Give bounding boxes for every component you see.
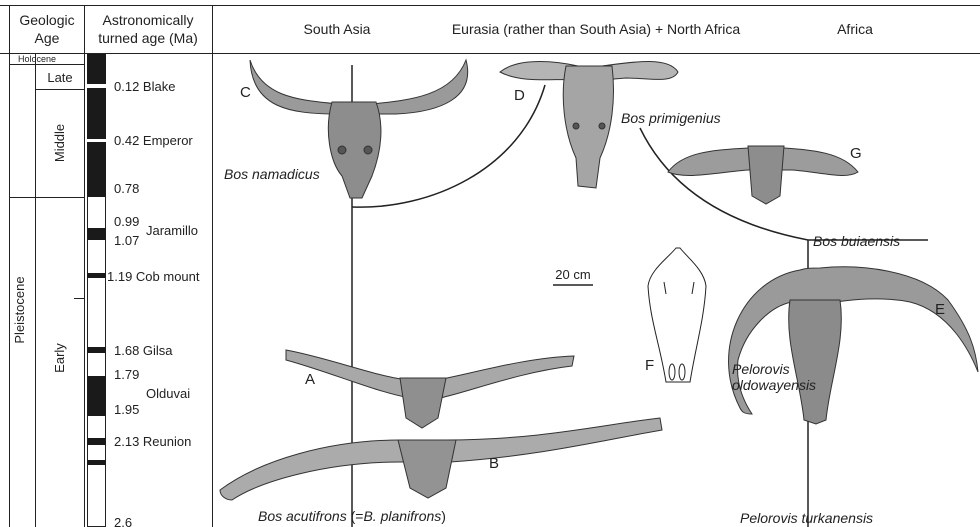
taxon-pelorovis-turkanensis: Pelorovis turkanensis — [740, 510, 873, 526]
header-turned-age: turned age (Ma) — [98, 30, 198, 46]
stage-late: Late — [47, 70, 72, 85]
age-1-07: 1.07 — [114, 233, 139, 248]
letter-f: F — [645, 357, 654, 374]
age-0-42: 0.42 Emperor — [114, 133, 193, 148]
header-africa: Africa — [837, 21, 873, 37]
taxon-bos-acutifrons-name: Bos acutifrons — [258, 508, 347, 524]
taxon-bos-acutifrons: Bos acutifrons (=B. planifrons) — [258, 508, 446, 524]
skull-f-illustration — [648, 248, 706, 382]
magnetostratigraphy-column — [87, 54, 106, 527]
letter-g: G — [850, 145, 862, 162]
letter-c: C — [240, 84, 251, 101]
age-0-78: 0.78 — [114, 181, 139, 196]
skull-a-illustration — [286, 350, 574, 428]
age-0-12: 0.12 Blake — [114, 79, 175, 94]
header-astronomically: Astronomically — [102, 12, 193, 28]
scale-bar-label: 20 cm — [555, 267, 590, 282]
timescale-labels: 0.12 Blake 0.42 Emperor 0.78 0.99 Jarami… — [107, 79, 200, 527]
taxon-bos-acutifrons-close: ) — [441, 508, 446, 524]
taxon-bos-acutifrons-eq: (= — [347, 508, 364, 524]
letter-e: E — [935, 301, 945, 318]
stage-early: Early — [52, 343, 67, 373]
age-1-79: 1.79 — [114, 367, 139, 382]
age-1-95: 1.95 — [114, 402, 139, 417]
age-2-13: 2.13 Reunion — [114, 434, 191, 449]
taxon-bos-namadicus: Bos namadicus — [224, 166, 320, 182]
age-2-6: 2.6 — [114, 515, 132, 527]
header-age: Age — [35, 30, 60, 46]
jaramillo-label: Jaramillo — [146, 223, 198, 238]
taxon-bos-primigenius: Bos primigenius — [621, 110, 721, 126]
skull-b-illustration — [220, 418, 662, 500]
age-0-99: 0.99 — [114, 214, 139, 229]
header-geologic: Geologic — [19, 12, 74, 28]
taxon-pelorovis-oldowayensis-line2: oldowayensis — [732, 377, 816, 393]
taxon-pelorovis-oldowayensis-line1: Pelorovis — [732, 361, 790, 377]
letter-b: B — [489, 455, 499, 472]
header-south-asia: South Asia — [304, 21, 371, 37]
skull-e-illustration — [729, 267, 978, 424]
epoch-pleistocene: Pleistocene — [12, 276, 27, 343]
stage-middle: Middle — [52, 124, 67, 162]
taxon-b-planifrons: B. planifrons — [363, 508, 441, 524]
taxon-bos-buiaensis: Bos buiaensis — [813, 233, 900, 249]
epoch-holocene: Holocene — [18, 54, 56, 64]
age-1-68: 1.68 Gilsa — [114, 343, 173, 358]
age-1-19: 1.19 Cob mount — [107, 269, 200, 284]
letter-d: D — [514, 87, 525, 104]
header-eurasia: Eurasia (rather than South Asia) + North… — [452, 21, 741, 37]
olduvai-label: Olduvai — [146, 386, 190, 401]
letter-a: A — [305, 371, 315, 388]
